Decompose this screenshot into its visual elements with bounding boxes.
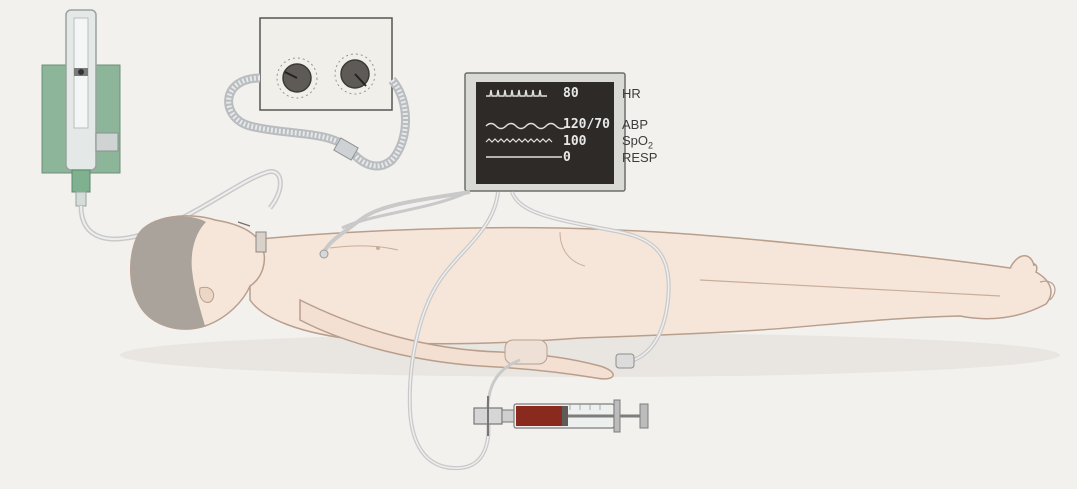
resp-label: RESP	[622, 151, 657, 165]
vital-signs-monitor	[465, 73, 625, 191]
hr-value: 80	[563, 87, 579, 101]
pulse-oximeter-probe	[616, 354, 634, 368]
endotracheal-tube	[256, 232, 266, 252]
monitor-screen	[476, 82, 614, 184]
ecg-electrode	[320, 250, 328, 258]
bp-cuff	[505, 340, 547, 364]
hr-label: HR	[622, 87, 641, 101]
blood-sample-syringe	[474, 396, 648, 436]
spo2-value: 100	[563, 135, 586, 149]
resp-value: 0	[563, 151, 571, 165]
spo2-label-text: SpO	[622, 133, 648, 148]
abp-label: ABP	[622, 118, 648, 132]
abp-value: 120/70	[563, 118, 610, 132]
blood-sample	[516, 406, 562, 426]
ventilator-unit	[260, 18, 392, 110]
patient-head	[131, 216, 266, 329]
oxygen-flowmeter	[42, 10, 120, 206]
